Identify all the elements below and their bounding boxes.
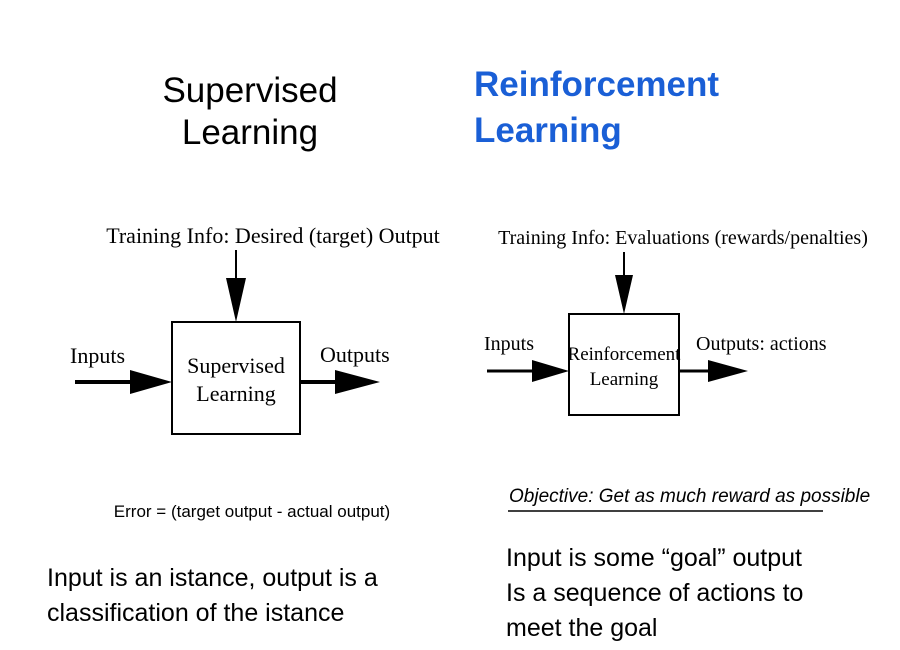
supervised-title: Supervised Learning <box>120 70 380 154</box>
reinforcement-output-arrow-head <box>708 360 748 382</box>
reinforcement-diagram: Training Info: Evaluations (rewards/pena… <box>484 227 870 512</box>
reinforcement-training-arrow-head <box>615 275 633 314</box>
reinforcement-caption-line2: Is a sequence of actions to <box>506 579 804 607</box>
supervised-title-line2: Learning <box>181 113 319 152</box>
supervised-outputs-label: Outputs <box>320 342 390 367</box>
supervised-caption-line2: classification of the istance <box>47 599 345 627</box>
reinforcement-title-line1: Reinforcement <box>474 65 720 104</box>
reinforcement-title-line2: Learning <box>474 111 622 150</box>
reinforcement-caption-line1: Input is some “goal” output <box>506 544 802 572</box>
supervised-inputs-label: Inputs <box>70 343 125 368</box>
supervised-caption-line1: Input is an istance, output is a <box>47 564 378 592</box>
supervised-title-line1: Supervised <box>162 71 338 110</box>
supervised-diagram: Training Info: Desired (target) Output S… <box>70 223 440 521</box>
reinforcement-box-line2: Learning <box>590 369 659 390</box>
reinforcement-caption: Input is some “goal” output Is a sequenc… <box>506 541 803 646</box>
supervised-learning-box <box>171 321 301 435</box>
supervised-caption: Input is an istance, output is a classif… <box>47 561 378 631</box>
reinforcement-outputs-label: Outputs: actions <box>696 333 827 355</box>
reinforcement-learning-box <box>568 313 680 416</box>
reinforcement-objective: Objective: Get as much reward as possibl… <box>509 486 870 507</box>
supervised-output-arrow-head <box>335 370 380 394</box>
supervised-box-line2: Learning <box>196 381 275 406</box>
reinforcement-inputs-label: Inputs <box>484 333 534 355</box>
supervised-training-info-label: Training Info: Desired (target) Output <box>106 223 440 248</box>
reinforcement-input-arrow-head <box>532 360 569 382</box>
supervised-box-line1: Supervised <box>187 353 285 378</box>
reinforcement-title: Reinforcement Learning <box>474 62 854 154</box>
reinforcement-caption-line3: meet the goal <box>506 614 658 642</box>
supervised-error-formula: Error = (target output - actual output) <box>114 502 390 521</box>
reinforcement-training-info-label: Training Info: Evaluations (rewards/pena… <box>498 227 868 249</box>
supervised-input-arrow-head <box>130 370 172 394</box>
supervised-training-arrow-head <box>226 278 246 322</box>
reinforcement-box-line1: Reinforcement <box>568 344 682 365</box>
